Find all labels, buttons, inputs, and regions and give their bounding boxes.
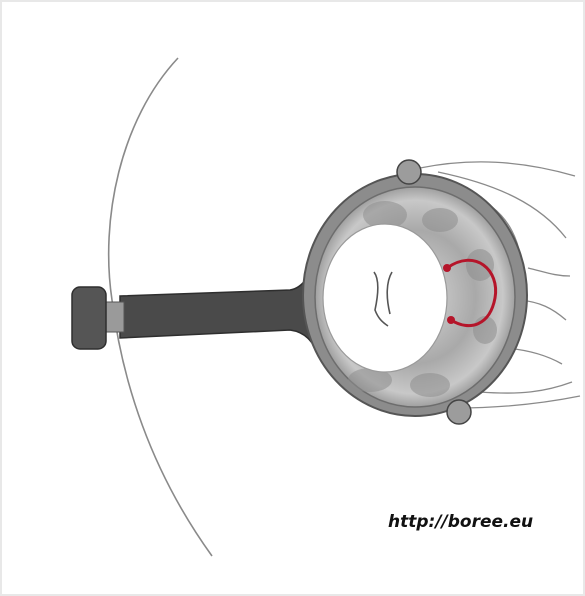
- device-shaft: [120, 250, 322, 360]
- cervix-opening: [323, 224, 447, 372]
- suture-end-top: [443, 264, 451, 272]
- rim-stud-bottom: [447, 400, 471, 424]
- adjustment-knob: [72, 287, 106, 349]
- rim-stud-top: [397, 160, 421, 184]
- source-watermark: http://boree.eu: [388, 512, 533, 532]
- suture-end-bottom: [447, 316, 455, 324]
- shaft-connector: [104, 302, 124, 332]
